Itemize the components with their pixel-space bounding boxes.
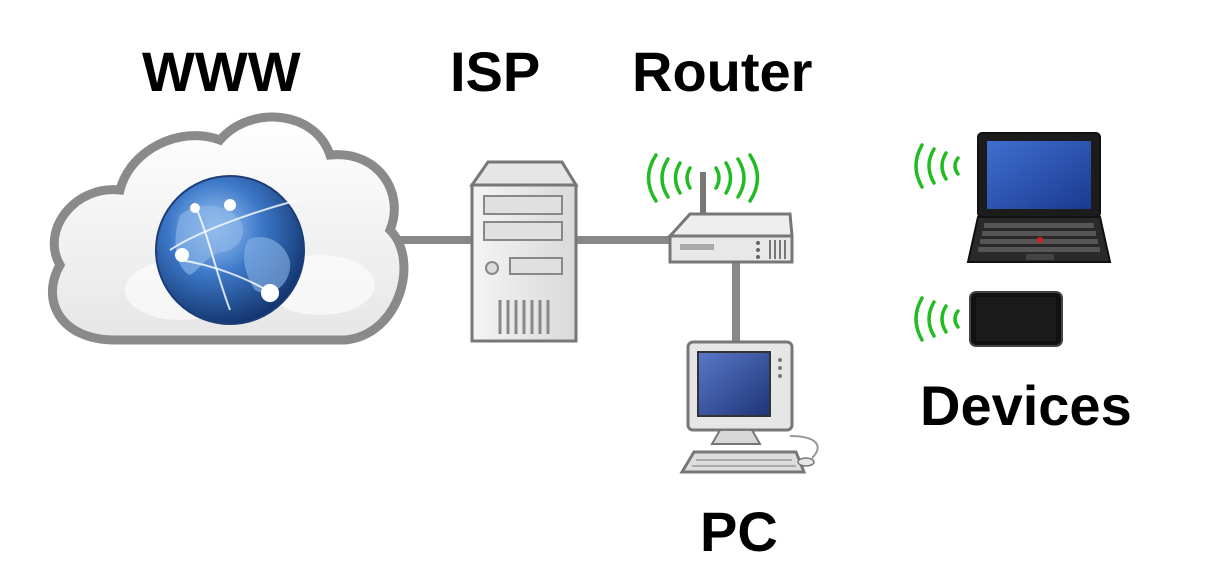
desktop-computer-icon (679, 340, 819, 474)
pc-label: PC (700, 500, 778, 563)
router-label: Router (632, 40, 813, 103)
isp-label: ISP (450, 40, 541, 103)
globe-cloud-icon (47, 112, 409, 345)
tablet-wireless-signal-icon (914, 296, 960, 342)
laptop-icon (966, 132, 1112, 263)
tablet-icon (969, 291, 1063, 347)
laptop-wireless-signal-icon (914, 143, 960, 189)
server-tower-icon (469, 160, 579, 343)
devices-label: Devices (920, 374, 1132, 437)
router-wireless-signal-icon (646, 153, 760, 203)
www-label: WWW (142, 40, 301, 103)
wireless-router-icon (666, 172, 794, 264)
